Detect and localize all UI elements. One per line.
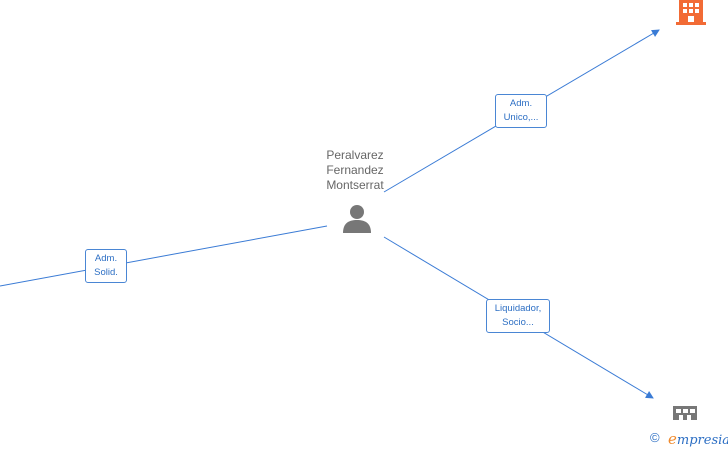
edge-label-adm-solid-line-1: Adm. xyxy=(94,253,118,264)
edge-label-liquidador-line-1: Liquidador, xyxy=(494,303,542,314)
person-icon[interactable] xyxy=(340,203,374,235)
edge-label-adm-unico-line-1: Adm. xyxy=(509,98,533,109)
edge-label-adm-unico-line-2: Unico,... xyxy=(503,112,539,123)
brand-logo-rest: mpresia xyxy=(676,433,728,448)
brand-logo-first-letter: e xyxy=(668,430,677,448)
brand-logo[interactable]: empresia xyxy=(668,430,728,448)
company-bottom-building-icon[interactable] xyxy=(670,402,700,424)
person-name-line-2: Fernandez xyxy=(326,163,384,177)
edge-label-adm-unico[interactable]: Adm. Unico,... xyxy=(495,94,547,128)
edge-label-adm-solid-line-2: Solid. xyxy=(94,267,118,278)
person-name[interactable]: Peralvarez Fernandez Montserrat xyxy=(300,148,410,193)
copyright-symbol: © xyxy=(650,430,660,445)
person-name-line-1: Peralvarez xyxy=(326,148,384,162)
edge-label-liquidador-line-2: Socio... xyxy=(502,317,534,328)
person-name-line-3: Montserrat xyxy=(326,178,384,192)
edge-line-adm-solid xyxy=(0,225,328,287)
edge-label-liquidador[interactable]: Liquidador, Socio... xyxy=(486,299,550,333)
company-top-building-icon[interactable] xyxy=(674,0,708,26)
edge-label-adm-solid[interactable]: Adm. Solid. xyxy=(85,249,127,283)
